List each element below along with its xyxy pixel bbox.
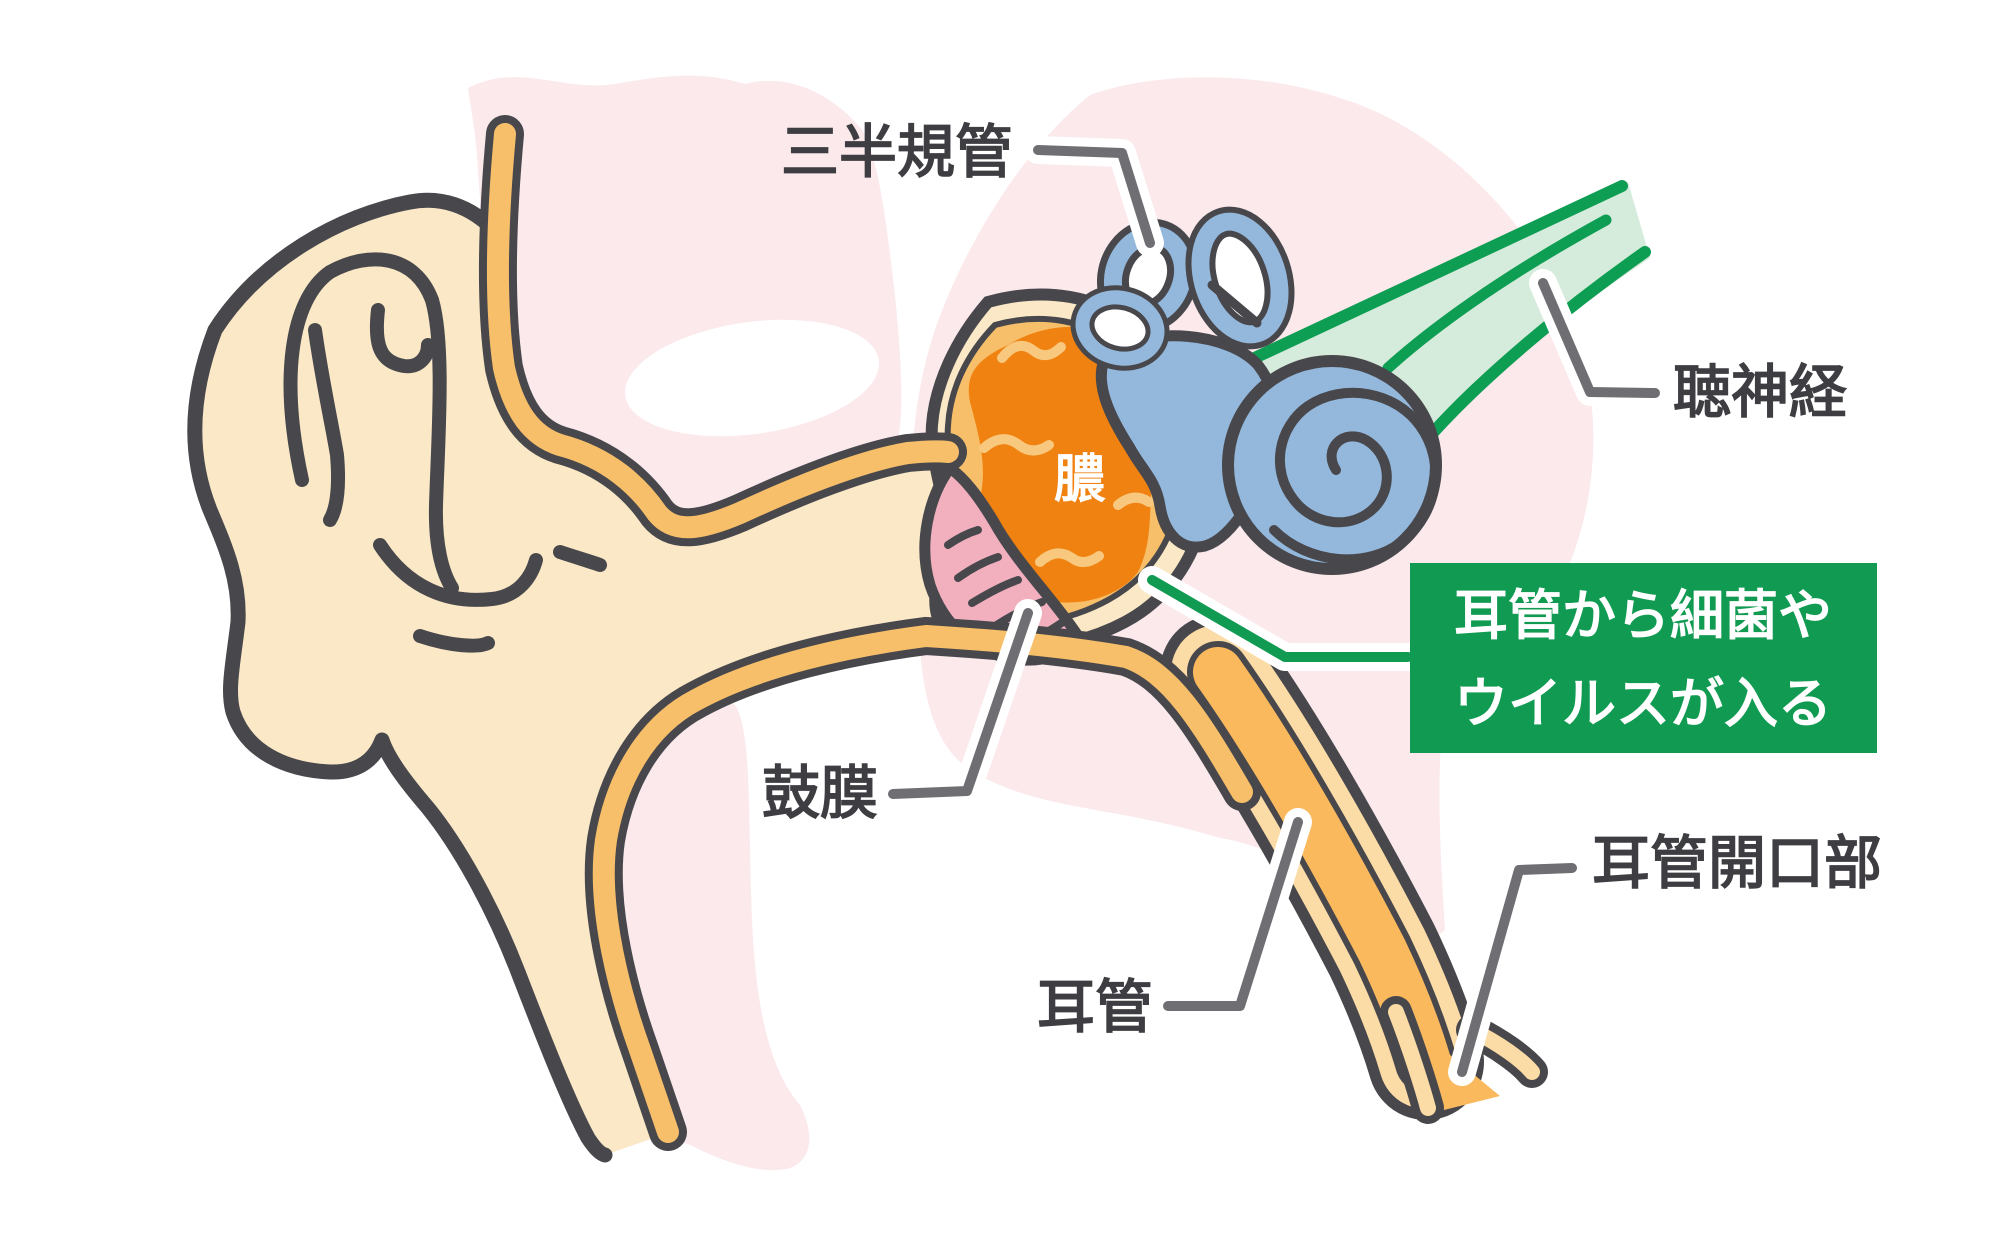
nerve-bottom-line	[1424, 246, 1651, 442]
cartilage-hook	[369, 303, 435, 374]
pus-squiggle-4	[1113, 492, 1154, 510]
loop-right-blue	[1191, 212, 1289, 344]
callout-box-rect	[1410, 563, 1877, 753]
cartilage-antihelix	[283, 252, 459, 595]
pus-squiggle-3	[1035, 548, 1104, 567]
cartilage-tragus-line	[553, 545, 607, 572]
inner-ear	[1070, 206, 1442, 575]
white-gap-above-canal	[625, 319, 879, 437]
cartilage-fold-lines	[283, 252, 607, 653]
label-eardrum: 鼓膜	[762, 759, 878, 827]
pus-squiggle-1	[997, 340, 1066, 363]
leader-callout-line	[1147, 575, 1413, 662]
loop-lateral-blue	[1075, 290, 1165, 366]
leader-semicircular-line	[1033, 145, 1155, 248]
skin-cream-fill	[194, 201, 986, 1155]
pus-squiggles	[979, 340, 1154, 567]
leader-tube-line	[1163, 817, 1303, 1011]
eardrum-hatch-2	[954, 553, 1002, 582]
callout-line-2: ウイルスが入る	[1454, 672, 1832, 735]
outer-ear-body	[187, 192, 986, 1163]
bone-bands	[478, 115, 1261, 1151]
pus-squiggle-2	[979, 434, 1054, 456]
leader-tube-casing	[1154, 808, 1312, 1020]
cartilage-concha-curve	[373, 538, 543, 607]
label-tube-opening: 耳管開口部	[1592, 829, 1882, 897]
leader-opening-line	[1457, 863, 1577, 1077]
eardrum-hatch-1	[944, 526, 982, 549]
band-top-orange	[486, 123, 959, 539]
label-auditory-nerve: 聴神経	[1673, 358, 1848, 426]
loop-right-chord-line	[1207, 280, 1262, 328]
eardrum-hatch-3	[968, 576, 1022, 607]
nerve-mid-line	[1382, 214, 1612, 374]
band-bottom-orange	[592, 624, 1253, 1143]
label-semicircular-canals: 三半規管	[781, 118, 1013, 186]
leader-nerve-line	[1538, 278, 1660, 398]
callout-line-1: 耳管から細菌や	[1454, 584, 1832, 647]
semicircular-canal-loops	[1070, 206, 1295, 371]
pinna-outline	[187, 192, 613, 1163]
callout-box: 耳管から細菌や ウイルスが入る	[1410, 563, 1877, 753]
cartilage-lobe-line	[413, 629, 495, 653]
cochlea-spiral	[1269, 387, 1441, 565]
cartilage-mid-curve	[308, 323, 346, 527]
nerve-top-line	[1240, 180, 1628, 368]
trumpet-lumen-fan	[1398, 1012, 1500, 1112]
label-eustachian-tube: 耳管	[1037, 973, 1153, 1041]
leader-eardrum-line	[888, 608, 1033, 799]
leader-lines	[879, 136, 1669, 1086]
trumpet-left-wall-light	[1388, 1004, 1436, 1116]
text-labels: 三半規管 聴神経 鼓膜 耳管 耳管開口部 膿	[762, 118, 1882, 1041]
label-pus: 膿	[1054, 450, 1106, 510]
